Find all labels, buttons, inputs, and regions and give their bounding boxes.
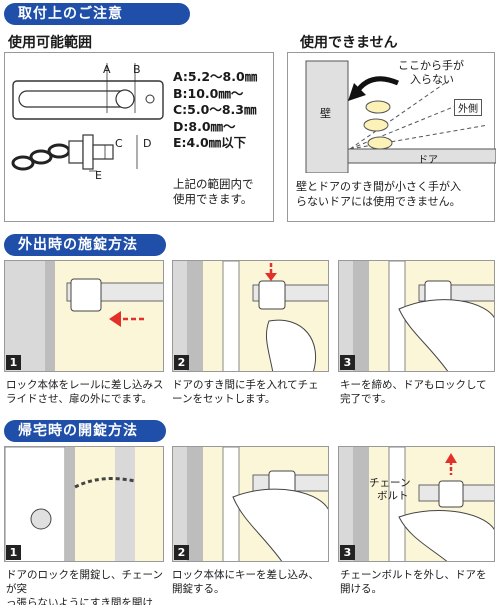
unlock-step-2-caption-line2: 開錠する。 xyxy=(172,583,225,595)
lock-step-3-caption-line1: キーを締め、ドアもロックして xyxy=(340,379,487,391)
lock-step-2-caption-line2: ーンをセットします。 xyxy=(172,393,276,405)
lock-step-2-illustration xyxy=(173,261,328,371)
unlock-step-3-number: 3 xyxy=(340,545,355,560)
unusable-title: 使用できません xyxy=(300,35,398,51)
dim-label-e: E xyxy=(95,169,102,182)
section-header-unlocking: 帰宅時の開錠方法 xyxy=(4,420,166,442)
unlock-step-3-illustration xyxy=(339,447,494,561)
spec-list: A:5.2～8.0㎜ B:10.0㎜～ C:5.0～8.3㎜ D:8.0㎜～ E… xyxy=(173,69,257,152)
unlock-step-3-caption: チェーンボルトを外し、ドアを 開ける。 xyxy=(340,568,500,596)
unusable-note: 壁とドアのすき間が小さく手が入 らないドアには使用できません。 xyxy=(296,179,461,209)
lock-dimension-diagram xyxy=(11,63,164,172)
unlock-step-1-caption: ドアのロックを開錠し、チェーンが突 っ張らないようにすき間を開ける。 xyxy=(6,568,166,605)
dim-label-d: D xyxy=(143,137,152,150)
dim-label-c: C xyxy=(115,137,123,150)
section-header-installation: 取付上のご注意 xyxy=(4,3,190,25)
lock-step-2-caption-line1: ドアのすき間に手を入れてチェ xyxy=(172,379,319,391)
spec-e: E:4.0㎜以下 xyxy=(173,135,247,150)
hand-note-line2: 入らない xyxy=(410,73,454,86)
lock-step-3-caption: キーを締め、ドアもロックして 完了です。 xyxy=(340,378,500,406)
dim-label-b: B xyxy=(133,63,141,76)
unlock-step-1-caption-line2: っ張らないようにすき間を開ける。 xyxy=(6,597,153,605)
unlock-step-2-caption: ロック本体にキーを差し込み、 開錠する。 xyxy=(172,568,332,596)
lock-step-2-caption: ドアのすき間に手を入れてチェ ーンをセットします。 xyxy=(172,378,332,406)
usable-note-line2: 使用できます。 xyxy=(173,192,253,206)
lock-step-3-number: 3 xyxy=(340,355,355,370)
unlock-step-1-panel: 1 xyxy=(4,446,164,562)
unlock-step-2-number: 2 xyxy=(174,545,189,560)
lock-step-1-caption-line2: ライドさせ、扉の外にでます。 xyxy=(6,393,152,405)
chain-bolt-label-line2: ボルト xyxy=(377,490,409,502)
wall-label: 壁 xyxy=(320,107,331,120)
unlock-step-1-illustration xyxy=(5,447,136,561)
hand-note-line1: ここから手が xyxy=(398,59,464,72)
lock-step-3-caption-line2: 完了です。 xyxy=(340,393,392,405)
unlock-step-2-illustration xyxy=(173,447,328,561)
unlock-step-3-caption-line1: チェーンボルトを外し、ドアを xyxy=(340,569,487,581)
unlock-step-2-panel: 2 xyxy=(172,446,329,562)
unlock-step-1-number: 1 xyxy=(6,545,21,560)
unlock-step-2-caption-line1: ロック本体にキーを差し込み、 xyxy=(172,569,319,581)
unusable-frame: ここから手が 入らない 壁 外側 ドア 壁とドアのすき間が小さく手が入 らないド… xyxy=(287,52,497,222)
spec-b: B:10.0㎜～ xyxy=(173,85,244,101)
section-header-locking: 外出時の施錠方法 xyxy=(4,234,166,256)
lock-step-1-number: 1 xyxy=(6,355,21,370)
lock-step-2-panel: 2 xyxy=(172,260,329,372)
unusable-note-line2: らないドアには使用できません。 xyxy=(296,195,461,208)
lock-step-1-panel: 1 xyxy=(4,260,164,372)
usable-range-title: 使用可能範囲 xyxy=(8,35,92,51)
door-label: ドア xyxy=(418,155,438,166)
lock-step-1-caption-line1: ロック本体をレールに差し込みス xyxy=(6,379,164,391)
usable-note: 上記の範囲内で 使用できます。 xyxy=(173,177,254,207)
lock-step-3-panel: 3 xyxy=(338,260,495,372)
unlock-step-3-panel: チェーン ボルト 3 xyxy=(338,446,495,562)
hand-note: ここから手が 入らない xyxy=(398,59,464,87)
dim-label-a: A xyxy=(103,63,111,76)
spec-c: C:5.0～8.3㎜ xyxy=(173,102,257,117)
spec-d: D:8.0㎜～ xyxy=(173,118,236,134)
lock-step-3-illustration xyxy=(339,261,494,371)
lock-step-2-number: 2 xyxy=(174,355,189,370)
lock-step-1-caption: ロック本体をレールに差し込みス ライドさせ、扉の外にでます。 xyxy=(6,378,166,406)
unusable-note-line1: 壁とドアのすき間が小さく手が入 xyxy=(296,180,461,193)
chain-bolt-label: チェーン ボルト xyxy=(369,477,410,503)
unlock-step-1-caption-line1: ドアのロックを開錠し、チェーンが突 xyxy=(6,569,163,595)
usable-range-frame: A B C D E A:5.2～8.0㎜ B:10.0㎜～ C:5.0～8.3㎜… xyxy=(4,52,274,222)
lock-step-1-illustration xyxy=(5,261,163,371)
usable-note-line1: 上記の範囲内で xyxy=(173,177,254,191)
spec-a: A:5.2～8.0㎜ xyxy=(173,69,258,84)
unlock-step-3-caption-line2: 開ける。 xyxy=(340,583,382,595)
wall-door-diagram xyxy=(305,60,497,174)
chain-bolt-label-line1: チェーン xyxy=(369,477,411,489)
outside-label: 外側 xyxy=(454,99,482,116)
